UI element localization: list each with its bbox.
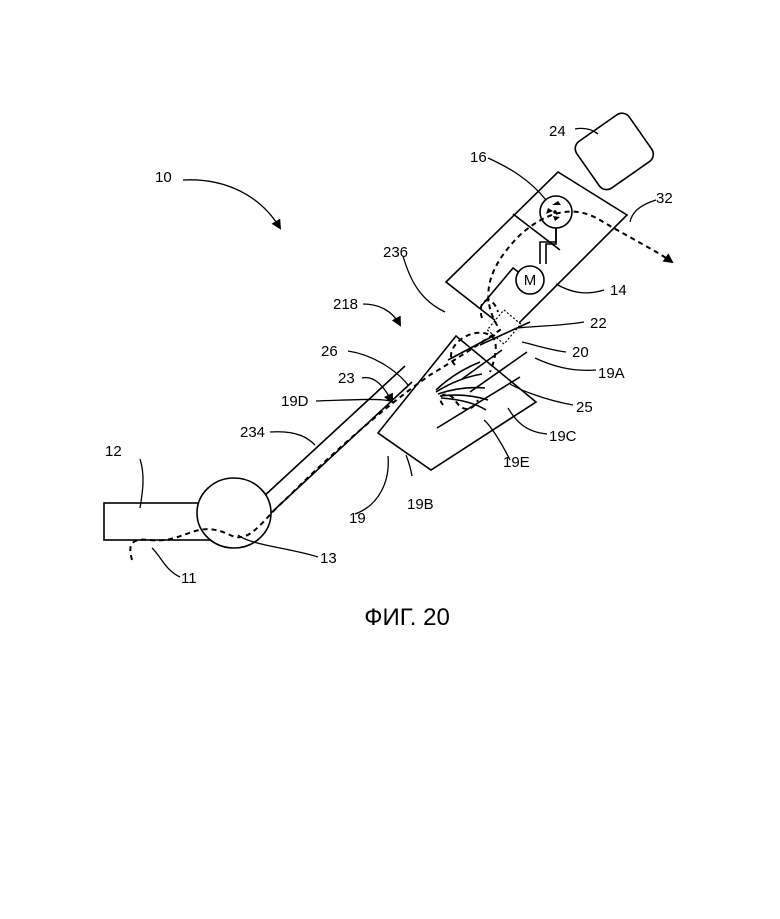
- label-234: 234: [240, 424, 265, 441]
- arrow-218: [363, 304, 400, 325]
- label-19a: 19A: [598, 365, 625, 382]
- label-14: 14: [610, 282, 627, 299]
- label-19: 19: [349, 510, 366, 527]
- label-12: 12: [105, 443, 122, 460]
- label-19e: 19E: [503, 454, 530, 471]
- label-19b: 19B: [407, 496, 434, 513]
- label-11: 11: [181, 570, 197, 587]
- label-24: 24: [549, 123, 566, 140]
- label-19d: 19D: [281, 393, 309, 410]
- label-236: 236: [383, 244, 408, 261]
- pivot-joint: [197, 478, 271, 548]
- label-20: 20: [572, 344, 589, 361]
- label-13: 13: [320, 550, 337, 567]
- label-26: 26: [321, 343, 338, 360]
- label-32: 32: [656, 190, 673, 207]
- label-19c: 19C: [549, 428, 577, 445]
- label-10: 10: [155, 169, 172, 186]
- main-housing: [446, 172, 627, 332]
- label-23: 23: [338, 370, 355, 387]
- label-16: 16: [470, 149, 487, 166]
- handle: [572, 110, 657, 193]
- arrow-10: [183, 180, 280, 228]
- figure-caption: ФИГ. 20: [364, 604, 450, 631]
- label-22: 22: [590, 315, 607, 332]
- label-218: 218: [333, 296, 358, 313]
- label-25: 25: [576, 399, 593, 416]
- motor-label: M: [524, 272, 537, 289]
